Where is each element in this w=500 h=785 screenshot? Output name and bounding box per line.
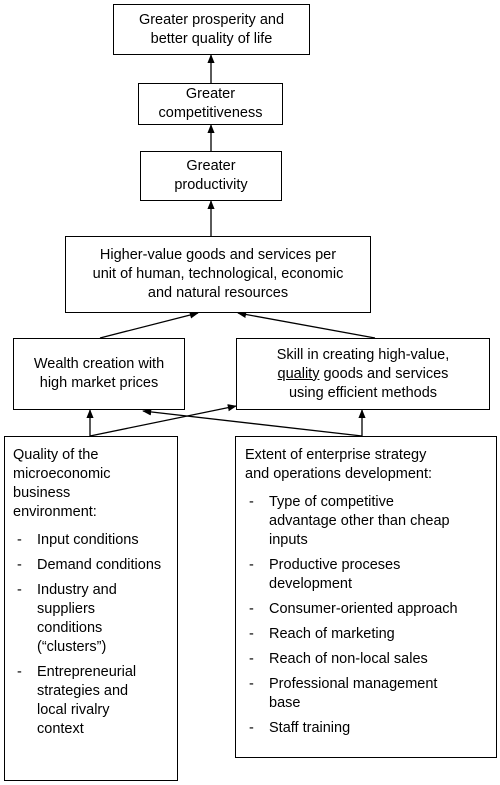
right-box-heading: Extent of enterprise strategy and operat… (245, 447, 433, 482)
higher-value-box: Higher-value goods and services per unit… (65, 236, 371, 313)
left-box-list: -Input conditions -Demand conditions - I… (13, 531, 171, 739)
arrow-wealth-to-highervalue (99, 311, 199, 339)
prosperity-box: Greater prosperity and better quality of… (113, 4, 310, 55)
arrow-right-to-wealth (142, 408, 363, 437)
right-box-list: - Type of competitive advantage other th… (245, 493, 492, 738)
list-item: - Professional management base (249, 676, 438, 711)
list-item: -Reach of marketing (249, 626, 395, 642)
microeconomic-environment-box: Quality of the microeconomic business en… (4, 436, 178, 781)
arrow-skill-to-highervalue (237, 310, 376, 339)
wealth-creation-box: Wealth creation with high market prices (13, 338, 185, 410)
productivity-box: Greater productivity (140, 151, 282, 201)
list-item: - Productive proceses development (249, 557, 401, 592)
list-item: -Staff training (249, 720, 351, 736)
enterprise-strategy-box: Extent of enterprise strategy and operat… (235, 436, 497, 758)
list-item: -Demand conditions (17, 557, 162, 573)
skill-box: Skill in creating high-value, quality go… (236, 338, 490, 410)
list-item: - Industry and suppliers conditions (“cl… (17, 582, 117, 655)
quality-underlined: quality (277, 365, 320, 382)
competitiveness-box: Greater competitiveness (138, 83, 283, 125)
list-item: -Reach of non-local sales (249, 651, 428, 667)
list-item: - Type of competitive advantage other th… (249, 494, 450, 548)
list-item: -Input conditions (17, 532, 139, 548)
list-item: - Entrepreneurial strategies and local r… (17, 664, 137, 737)
list-item: -Consumer-oriented approach (249, 601, 458, 617)
left-box-heading: Quality of the microeconomic business en… (13, 447, 111, 520)
arrow-left-to-skill (89, 404, 237, 437)
